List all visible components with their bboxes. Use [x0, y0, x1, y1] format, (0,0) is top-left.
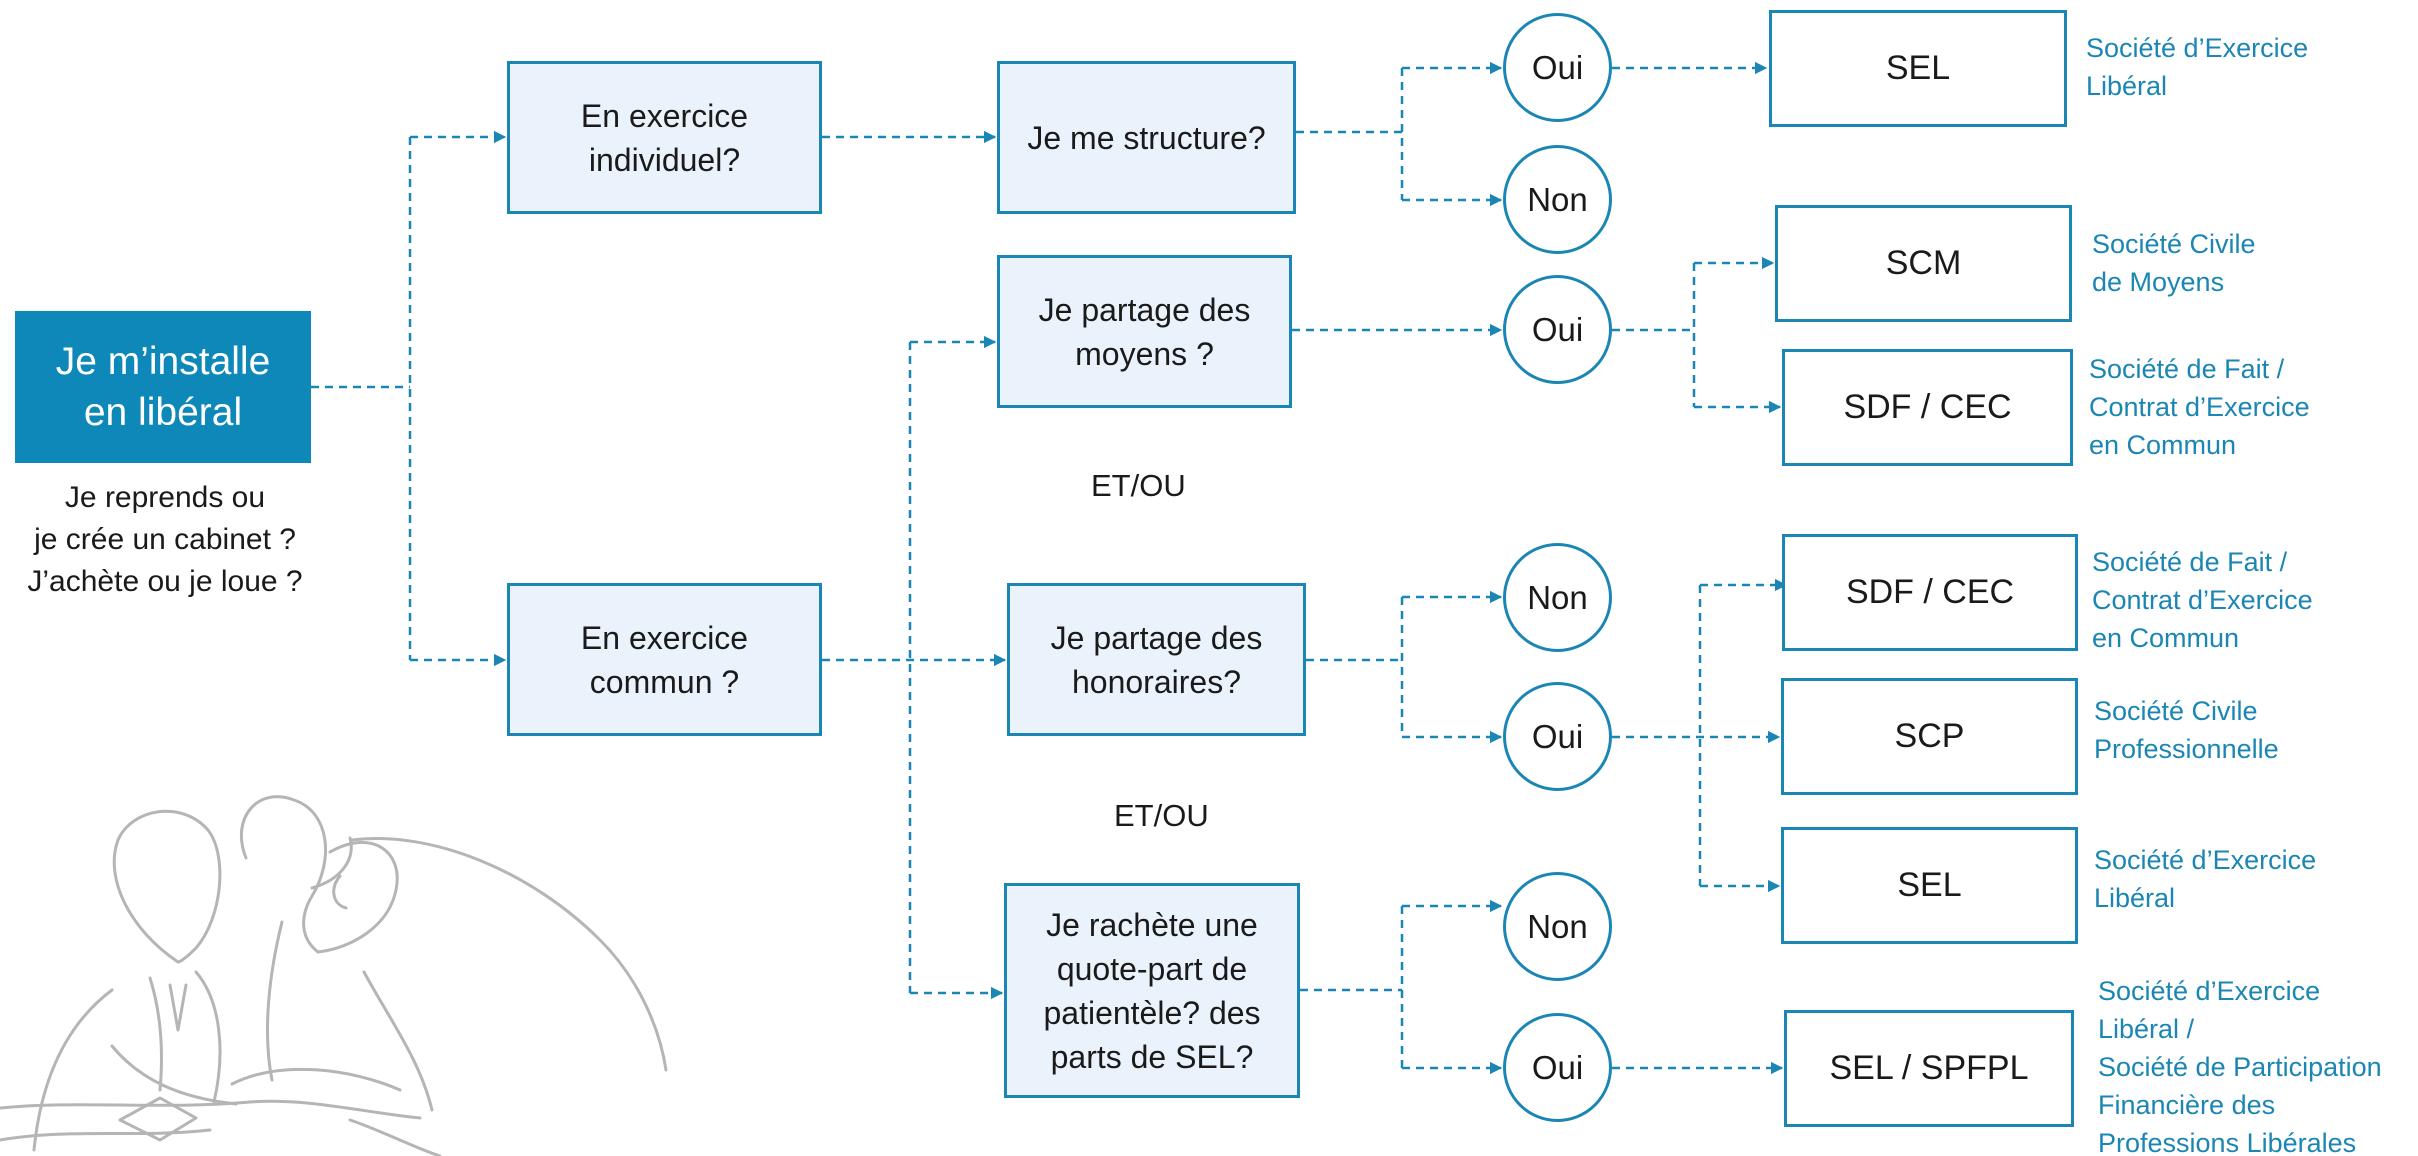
and-or-label: ET/OU: [1091, 468, 1186, 503]
result-sdf-cec: SDF / CEC: [1782, 349, 2073, 466]
answer-non: Non: [1503, 543, 1612, 652]
answer-non: Non: [1503, 145, 1612, 254]
answer-oui: Oui: [1503, 275, 1612, 384]
answer-oui: Oui: [1503, 13, 1612, 122]
question-honoraires: Je partage des honoraires?: [1007, 583, 1306, 736]
question-structure: Je me structure?: [997, 61, 1296, 214]
question-commun: En exercice commun ?: [507, 583, 822, 736]
and-or-label: ET/OU: [1114, 798, 1209, 833]
result-description: Société d’Exercice Libéral / Société de …: [2098, 976, 2382, 1156]
result-sel: SEL: [1781, 827, 2078, 944]
answer-non: Non: [1503, 872, 1612, 981]
result-sel-spfpl: SEL / SPFPL: [1784, 1010, 2074, 1127]
question-rachat: Je rachète une quote-part de patientèle?…: [1004, 883, 1300, 1098]
result-description: Société Civile de Moyens: [2092, 229, 2256, 297]
result-description: Société d’Exercice Libéral: [2086, 33, 2309, 101]
question-individuel: En exercice individuel?: [507, 61, 822, 214]
result-sdf-cec: SDF / CEC: [1782, 534, 2078, 651]
result-description: Société de Fait / Contrat d’Exercice en …: [2092, 547, 2313, 653]
result-scp: SCP: [1781, 678, 2078, 795]
result-scm: SCM: [1775, 205, 2072, 322]
consultation-illustration: [0, 795, 668, 1156]
start-note: Je reprends ou je crée un cabinet ? J’ac…: [27, 481, 303, 598]
result-description: Société de Fait / Contrat d’Exercice en …: [2089, 354, 2310, 460]
answer-oui: Oui: [1503, 1013, 1612, 1122]
result-description: Société Civile Professionnelle: [2094, 696, 2279, 764]
question-moyens: Je partage des moyens ?: [997, 255, 1292, 408]
start-node: Je m’installe en libéral: [15, 311, 311, 463]
result-sel: SEL: [1769, 10, 2067, 127]
result-description: Société d’Exercice Libéral: [2094, 845, 2317, 913]
answer-oui: Oui: [1503, 682, 1612, 791]
